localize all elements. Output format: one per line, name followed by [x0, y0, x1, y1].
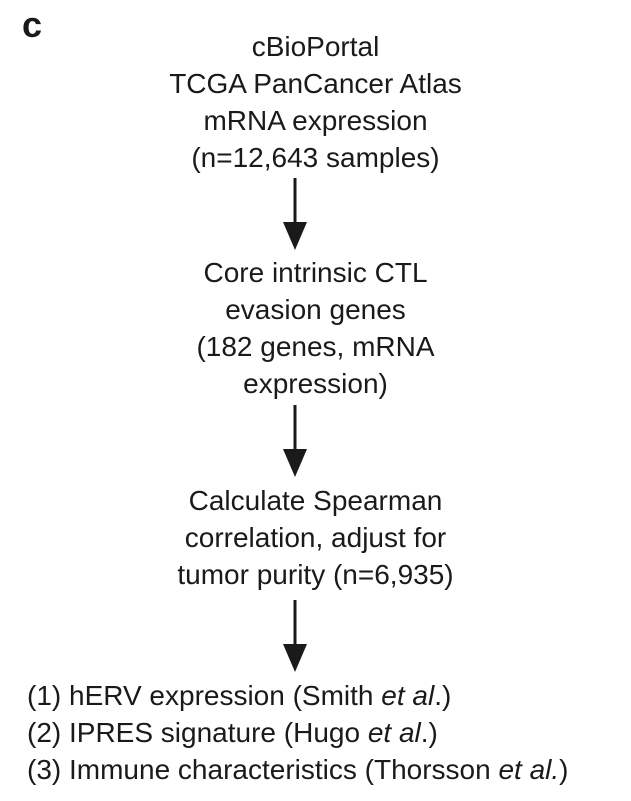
- outcome-text: (3) Immune characteristics (Thorsson: [27, 754, 499, 785]
- outcome-italic: et al: [367, 717, 421, 748]
- down-arrow-icon: [283, 405, 307, 477]
- down-arrow-icon: [283, 178, 307, 250]
- step-line: Core intrinsic CTL: [203, 257, 428, 288]
- step-line: mRNA expression: [203, 105, 428, 136]
- outcome-item: (2) IPRES signature (Hugo et al.): [27, 714, 569, 751]
- step-line: cBioPortal: [251, 31, 380, 62]
- outcome-text: .): [434, 680, 452, 711]
- down-arrow-icon: [283, 600, 307, 672]
- outcome-item: (1) hERV expression (Smith et al.): [27, 677, 569, 714]
- panel-label: c: [22, 4, 43, 45]
- step-data-source: cBioPortal TCGA PanCancer Atlas mRNA exp…: [0, 28, 631, 176]
- outcome-item: (3) Immune characteristics (Thorsson et …: [27, 751, 569, 788]
- step-line: (182 genes, mRNA: [196, 331, 435, 362]
- step-line: (n=12,643 samples): [191, 142, 440, 173]
- step-line: Calculate Spearman: [188, 485, 443, 516]
- step-correlation: Calculate Spearman correlation, adjust f…: [0, 482, 631, 593]
- outcome-italic: et al.: [498, 754, 560, 785]
- step-line: TCGA PanCancer Atlas: [169, 68, 462, 99]
- outcome-text: ): [559, 754, 569, 785]
- step-line: correlation, adjust for: [184, 522, 447, 553]
- step-line: evasion genes: [225, 294, 406, 325]
- step-line: tumor purity (n=6,935): [177, 559, 454, 590]
- outcome-italic: et al: [381, 680, 435, 711]
- outcome-text: .): [420, 717, 438, 748]
- outcome-list: (1) hERV expression (Smith et al.) (2) I…: [27, 677, 569, 788]
- outcome-text: (1) hERV expression (Smith: [27, 680, 382, 711]
- step-gene-set: Core intrinsic CTL evasion genes (182 ge…: [0, 254, 631, 402]
- step-line: expression): [243, 368, 388, 399]
- outcome-text: (2) IPRES signature (Hugo: [27, 717, 368, 748]
